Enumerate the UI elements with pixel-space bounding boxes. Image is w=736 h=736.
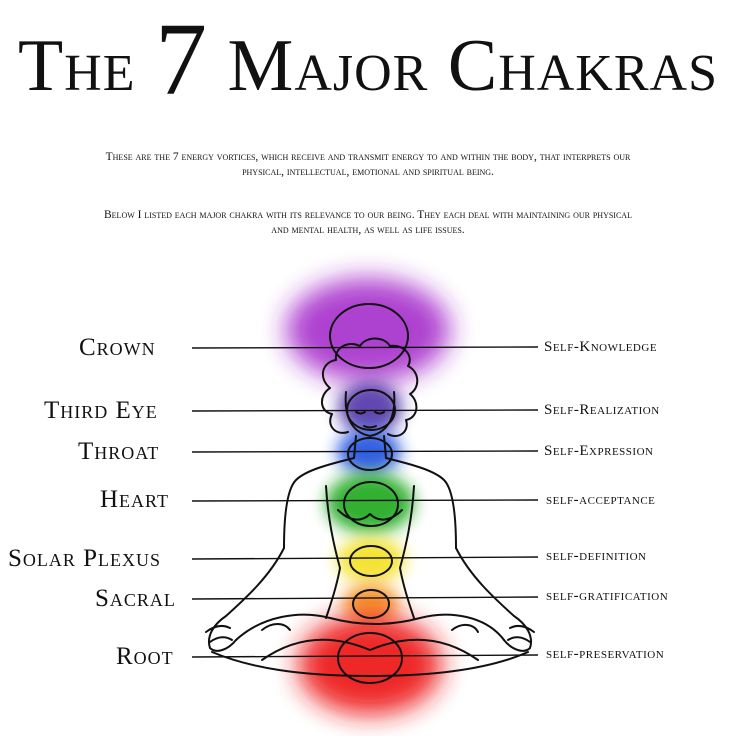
figure-hair — [321, 337, 419, 438]
figure-right-hand — [507, 624, 535, 643]
figure-mouth — [363, 425, 377, 429]
page-title: The 7 Major Chakras — [0, 8, 736, 116]
figure-eyes — [355, 411, 385, 415]
leader-lines — [191, 346, 539, 658]
chakra-name-throat: Throat — [78, 438, 160, 465]
crown-ring — [329, 303, 409, 369]
chakra-rings — [329, 303, 409, 684]
figure-sides — [325, 485, 415, 619]
figure-legs — [211, 613, 529, 677]
solar-plexus-ring — [349, 545, 393, 577]
chakra-meaning-solar-plexus: self-definition — [546, 548, 647, 564]
chakra-name-solar-plexus: Solar Plexus — [8, 545, 162, 572]
third-eye-line — [191, 409, 539, 412]
chakra-meaning-third-eye: Self-Realization — [544, 402, 660, 418]
title-words: Major Chakras — [227, 25, 719, 107]
figure-torso — [283, 435, 457, 549]
root-glow — [298, 615, 442, 715]
title-number: 7 — [155, 2, 209, 117]
chakra-name-sacral: Sacral — [95, 585, 176, 612]
figure-left-hand — [205, 624, 233, 643]
title-word-the: The — [17, 25, 136, 107]
figure-right-arm — [455, 547, 532, 652]
crown-line — [191, 346, 539, 349]
intro-paragraph-1: These are the 7 energy vortices, which r… — [105, 151, 631, 178]
heart-ring — [343, 481, 399, 527]
sacral-ring — [352, 589, 390, 619]
sacral-line — [191, 596, 539, 600]
chakra-name-third-eye: Third Eye — [44, 397, 158, 424]
chakra-meaning-heart: self-acceptance — [546, 492, 656, 508]
figure-foot-right — [261, 623, 291, 631]
throat-ring — [347, 437, 393, 471]
root-line — [191, 654, 539, 658]
chakra-name-crown: Crown — [79, 334, 156, 361]
root-ring — [337, 632, 403, 684]
throat-line — [191, 450, 539, 453]
chakra-meaning-throat: Self-Expression — [544, 443, 654, 459]
chakra-meaning-crown: Self-Knowledge — [544, 339, 658, 355]
intro-paragraph-2: Below I listed each major chakra with it… — [104, 209, 632, 236]
chakra-name-heart: Heart — [100, 486, 169, 513]
solar-plexus-line — [191, 556, 539, 560]
figure-foot-left — [451, 624, 479, 633]
chakra-meaning-root: self-preservation — [546, 646, 665, 662]
heart-line — [191, 499, 539, 502]
chakra-meaning-sacral: self-gratification — [546, 588, 669, 604]
crown-glow — [286, 278, 450, 382]
chakra-name-root: Root — [116, 643, 174, 670]
